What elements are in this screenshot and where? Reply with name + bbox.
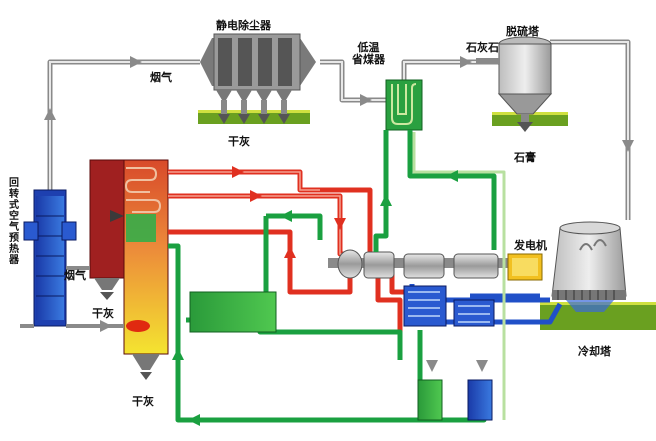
feedwater-pipes-light <box>412 132 506 420</box>
flue-gas-top-label: 烟气 <box>150 71 172 84</box>
steam-turbines <box>328 249 508 279</box>
rotary-air-preheater <box>23 189 77 327</box>
feed-tanks <box>189 291 493 421</box>
dry-ash-side-label: 干灰 <box>92 307 114 320</box>
condensers <box>403 285 495 327</box>
desulfurization-label: 脱硫塔 <box>506 25 539 38</box>
air-preheater-label: 回转式空气预热器 <box>9 178 19 266</box>
down-arrows <box>426 360 488 372</box>
feedwater-arrows <box>172 170 458 426</box>
dry-ash-bottom-label: 干灰 <box>132 395 154 408</box>
air-inlet-arrow <box>100 320 112 332</box>
generator-label: 发电机 <box>514 239 547 252</box>
flue-gas-duct-inner <box>49 41 629 220</box>
steam-arrows <box>232 166 346 258</box>
low-temp-economizer <box>385 79 423 131</box>
cooling-tower <box>551 221 627 312</box>
desulfurization-tower <box>476 36 553 132</box>
flue-gas-arrows <box>44 56 634 152</box>
boiler-flue-connection <box>20 266 124 328</box>
esp-label: 静电除尘器 <box>216 19 271 32</box>
electrostatic-precipitator <box>200 33 316 124</box>
main-steam-pipes-inner <box>168 171 350 255</box>
flue-gas-boiler-label: 烟气 <box>64 269 86 282</box>
limestone-label: 石灰石 <box>466 41 499 54</box>
gypsum-label: 石膏 <box>514 151 536 164</box>
economizer-label: 低温 省煤器 <box>352 41 385 66</box>
boiler <box>89 159 169 380</box>
dry-ash-esp-label: 干灰 <box>228 135 250 148</box>
cooling-tower-label: 冷却塔 <box>578 345 611 358</box>
generator <box>507 253 543 281</box>
